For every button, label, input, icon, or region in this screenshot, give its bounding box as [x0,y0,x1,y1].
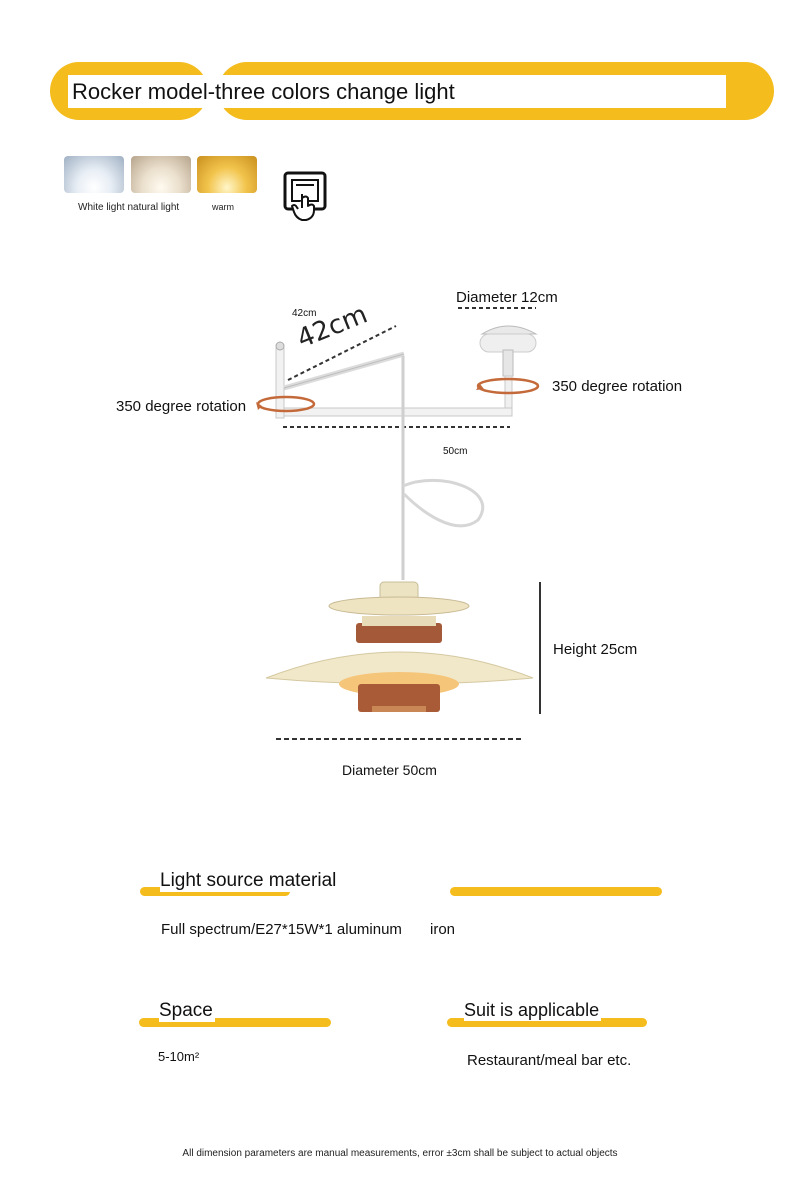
wall-switch-icon [283,171,327,221]
arm-span-label: 50cm [443,446,468,457]
space-accent-bar [139,1018,331,1027]
light-source-accent-bar-right [450,887,662,896]
space-title: Space [159,1000,215,1022]
suit-title: Suit is applicable [464,1000,602,1021]
right-rotation-label: 350 degree rotation [552,378,683,395]
pendant-lamp-illustration [256,307,541,740]
natural-light-swatch [131,156,191,193]
light-source-title: Light source material [160,870,339,892]
white-light-swatch [64,156,124,193]
white-natural-light-label: White light natural light [78,202,180,213]
warm-light-label: warm [212,202,234,212]
shade-diameter-label: Diameter 50cm [342,762,437,778]
left-rotation-label: 350 degree rotation [116,398,247,415]
dimension-disclaimer: All dimension parameters are manual meas… [182,1148,618,1159]
suit-value: Restaurant/meal bar etc. [467,1052,632,1069]
page-title: Rocker model-three colors change light [68,75,726,108]
light-source-value: Full spectrum/E27*15W*1 aluminum [161,921,402,938]
arm-length-small-label: 42cm [292,308,317,319]
height-label: Height 25cm [553,641,638,658]
warm-light-swatch [197,156,257,193]
suit-accent-bar [447,1018,647,1027]
ceiling-diameter-label: Diameter 12cm [456,289,558,306]
material-value: iron [430,921,456,938]
space-value: 5-10m² [158,1049,200,1064]
